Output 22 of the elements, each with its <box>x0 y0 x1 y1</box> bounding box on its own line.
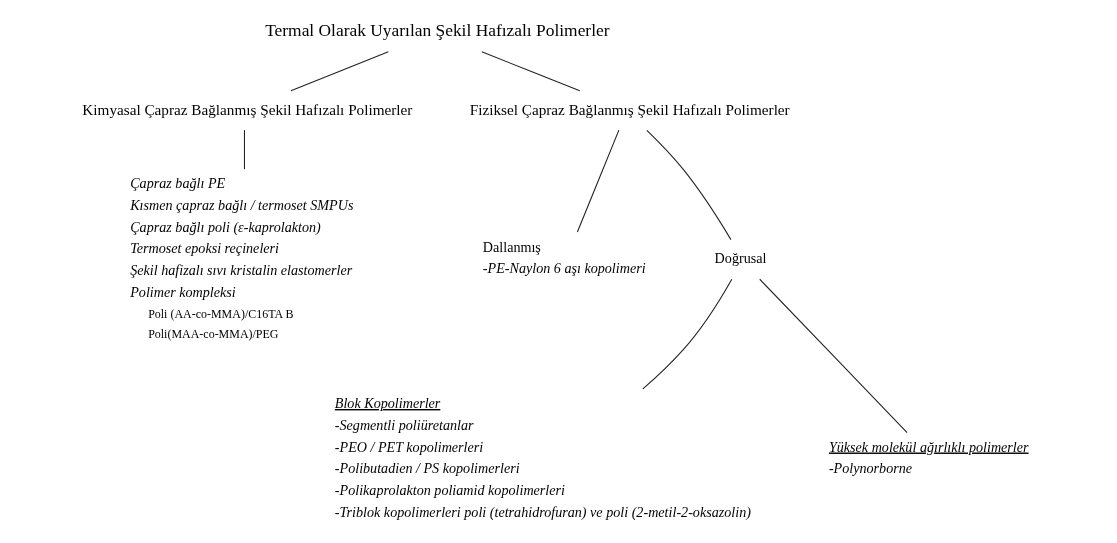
node-label: -Polynorborne <box>828 460 912 477</box>
node-label: -Polibutadien / PS kopolimerleri <box>334 460 520 477</box>
node-text: Blok Kopolimerler <box>334 394 440 411</box>
node-text: Kimyasal Çapraz Bağlanmış Şekil Hafızalı Polimerler <box>81 101 412 118</box>
connector <box>758 278 908 434</box>
connector <box>480 51 580 92</box>
connector <box>641 278 732 390</box>
connector <box>289 51 389 92</box>
node-label: -Polikaprolakton poliamid kopolimerleri <box>334 482 565 499</box>
node-text: Doğrusal <box>714 250 766 267</box>
connector <box>645 129 731 241</box>
node-text: Fiziksel Çapraz Bağlanmış Şekil Hafızalı Polimerler <box>469 101 790 118</box>
node-label: -Segmentli poliüretanlar <box>334 416 474 433</box>
node-label: -Triblok kopolimerleri poli (tetrahidrofuran) ve poli (2-metil-2-oksazolin) <box>334 503 751 520</box>
node-label: -PE-Naylon 6 aşı kopolimeri <box>482 260 646 277</box>
node-text: Yüksek molekül ağırlıklı polimerler <box>828 438 1029 455</box>
node-text: Dallanmış <box>482 239 541 256</box>
connector <box>243 129 245 170</box>
connector <box>576 129 619 233</box>
node-text: Termal Olarak Uyarılan Şekil Hafızalı Polimerler <box>264 20 610 41</box>
node-text: Çapraz bağlı PE Kısmen çapraz bağlı / termoset SMPUs Çapraz bağlı poli (ε-kaprolakton) Termoset epoksi reçineleri Şekil hafizalı sıvı kristalin elastomerler Polimer kompleksi Poli (AA-co-MMA)/C16TA B Poli(MAA-co-MMA)/PEG <box>129 175 353 341</box>
node-label: -PEO / PET kopolimerleri <box>334 438 483 455</box>
